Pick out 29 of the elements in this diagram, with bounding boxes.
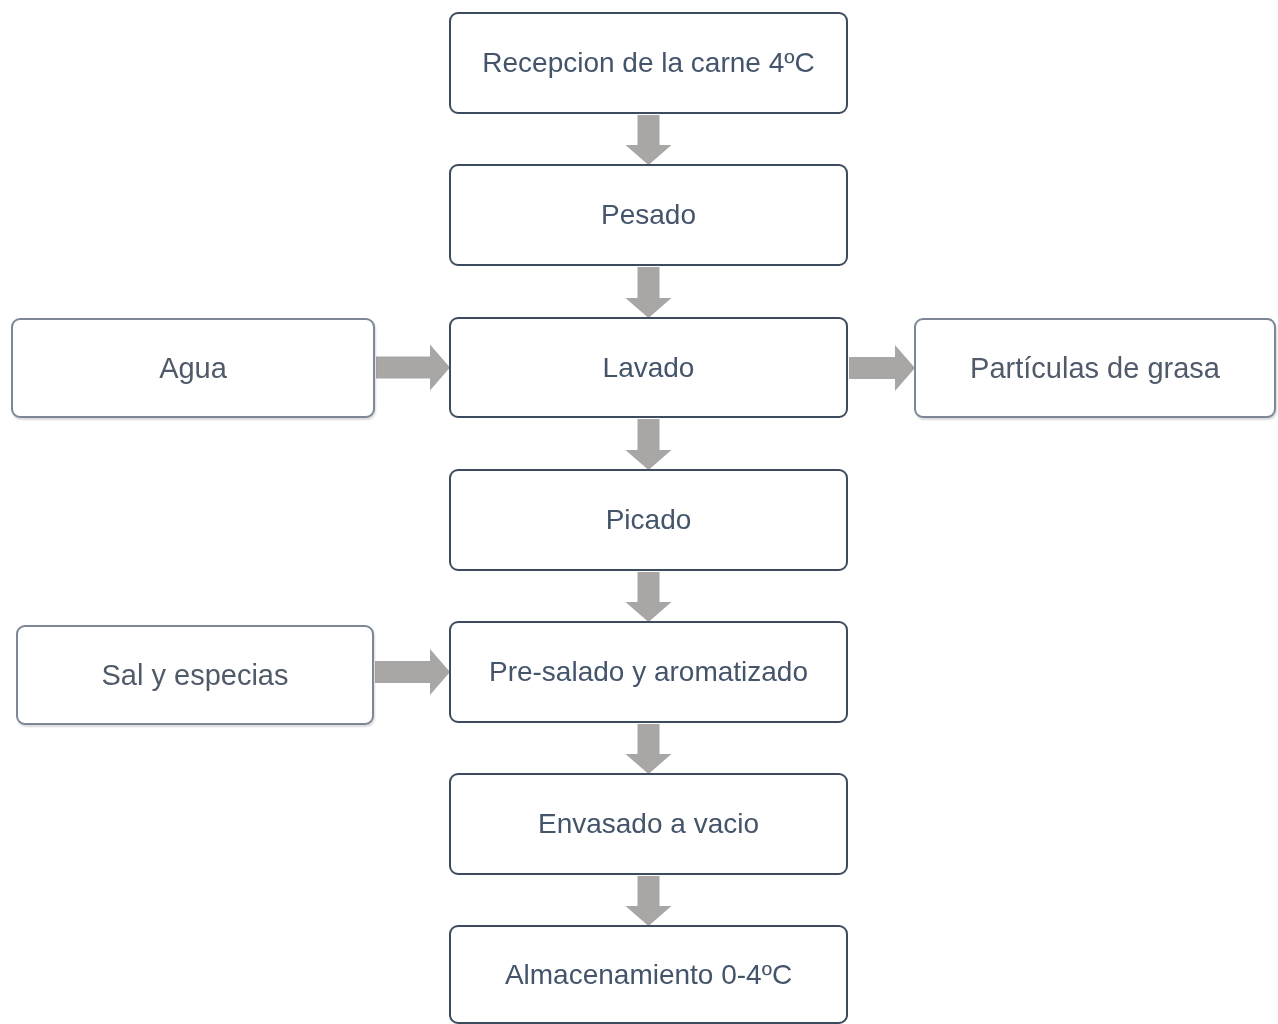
process-box — [449, 469, 848, 571]
box-label: Envasado a vacio — [537, 807, 759, 841]
block-arrow — [849, 345, 915, 391]
block-arrow — [625, 419, 672, 470]
process-box — [16, 625, 374, 725]
box-label: Pre-salado y aromatizado — [488, 655, 808, 689]
process-box — [449, 621, 848, 723]
process-box — [449, 773, 848, 875]
process-box — [449, 925, 848, 1024]
block-arrow — [625, 267, 672, 318]
box-label: Agua — [159, 350, 227, 386]
box-label: Partículas de grasa — [970, 350, 1220, 386]
box-label: Almacenamiento 0-4ºC — [504, 957, 793, 992]
box-label: Pesado — [601, 198, 696, 232]
process-box — [449, 164, 848, 266]
block-arrow — [625, 724, 672, 774]
block-arrow — [625, 572, 672, 622]
box-label: Recepcion de la carne 4ºC — [482, 46, 815, 80]
block-arrow — [375, 649, 450, 695]
process-box — [914, 318, 1276, 418]
block-arrow — [625, 876, 672, 926]
process-box — [449, 12, 848, 114]
box-label: Picado — [605, 503, 692, 537]
block-arrow — [625, 115, 672, 165]
box-label: Lavado — [602, 350, 695, 385]
box-label: Sal y especias — [101, 657, 289, 693]
process-box — [11, 318, 375, 418]
block-arrow — [376, 344, 450, 391]
process-box — [449, 317, 848, 418]
